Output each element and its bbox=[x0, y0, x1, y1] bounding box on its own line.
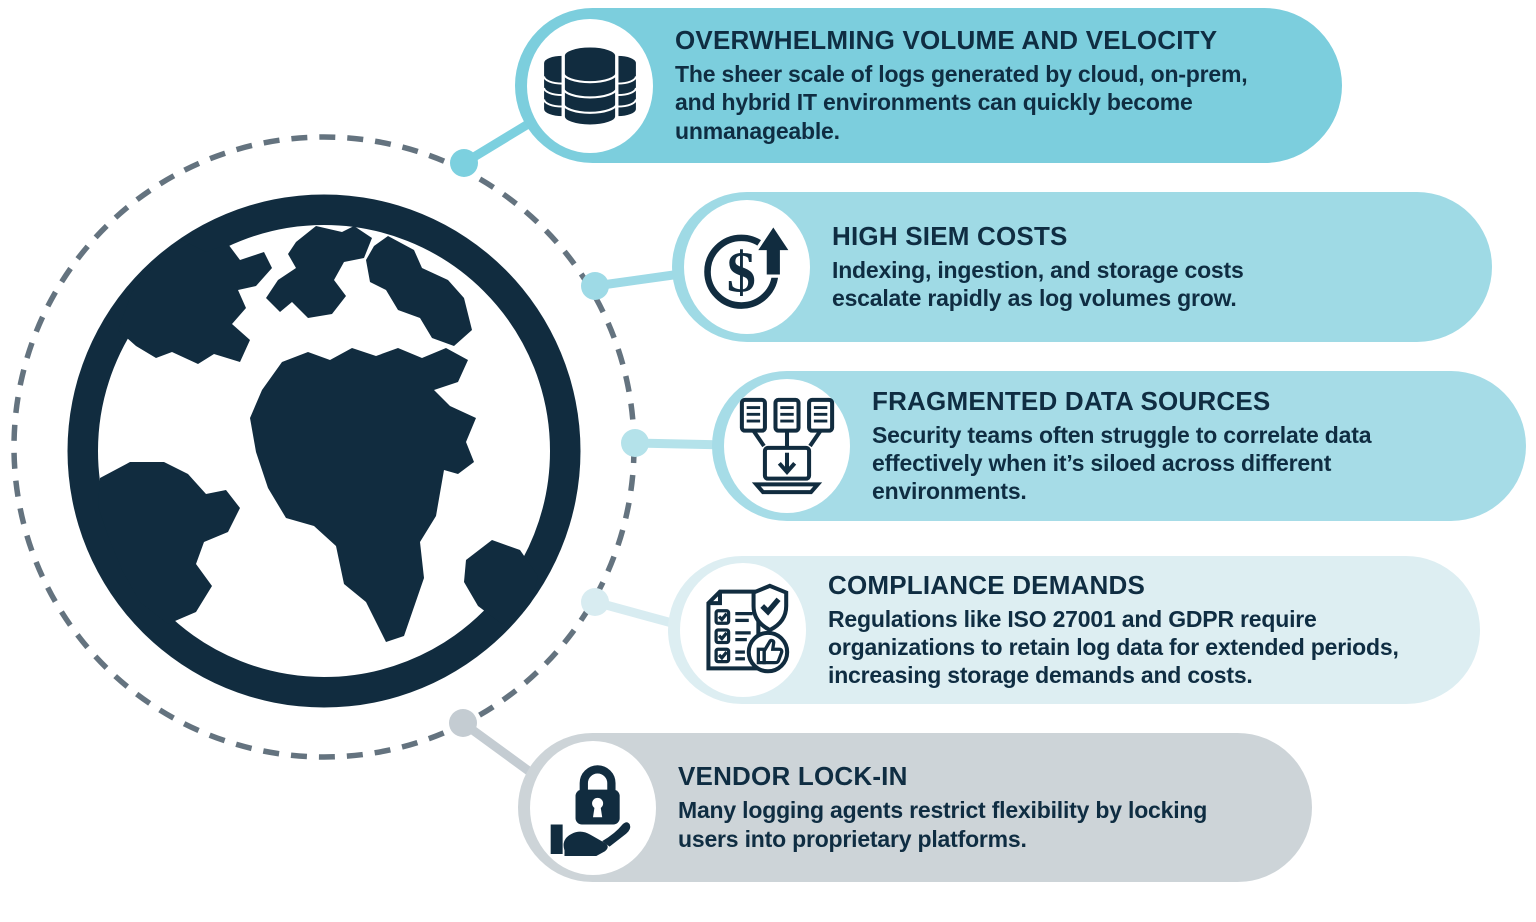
card-body: The sheer scale of logs generated by clo… bbox=[675, 61, 1248, 144]
card-text-block: OVERWHELMING VOLUME AND VELOCITY The she… bbox=[675, 25, 1253, 145]
rising-cost-icon: $ bbox=[704, 221, 794, 309]
card-title: COMPLIANCE DEMANDS bbox=[828, 569, 1146, 600]
up-arrow bbox=[752, 221, 794, 278]
connector-dot-2 bbox=[581, 272, 609, 300]
card-vendor-lock-in: VENDOR LOCK-IN Many logging agents restr… bbox=[518, 733, 1312, 882]
card-title: FRAGMENTED DATA SOURCES bbox=[872, 385, 1271, 416]
connector-dot-4 bbox=[581, 588, 609, 616]
landmass-southwest bbox=[98, 462, 240, 624]
landmass-northeast bbox=[366, 236, 472, 346]
landmass-africa bbox=[250, 348, 476, 642]
card-compliance: COMPLIANCE DEMANDS Regulations like ISO … bbox=[668, 556, 1480, 704]
card-title: HIGH SIEM COSTS bbox=[832, 220, 1068, 251]
thumbs-up-badge bbox=[746, 630, 790, 674]
icon-circle bbox=[530, 740, 656, 875]
card-body: Regulations like ISO 27001 and GDPR requ… bbox=[828, 605, 1399, 689]
card-body: Indexing, ingestion, and storage costs e… bbox=[832, 256, 1244, 312]
card-siem-costs: $ HIGH SIEM COSTS Indexing, ingestion, a… bbox=[672, 192, 1492, 342]
dollar-glyph: $ bbox=[727, 239, 756, 304]
card-text-block: VENDOR LOCK-IN Many logging agents restr… bbox=[678, 762, 1218, 853]
card-volume-velocity: OVERWHELMING VOLUME AND VELOCITY The she… bbox=[515, 8, 1342, 163]
landmass-southeast bbox=[464, 540, 538, 624]
icon-circle bbox=[724, 379, 850, 513]
connector-dot-5 bbox=[449, 709, 477, 737]
card-title: VENDOR LOCK-IN bbox=[678, 761, 908, 792]
connector-dots bbox=[449, 149, 649, 737]
connector-dot-1 bbox=[450, 149, 478, 177]
compliance-checklist-icon bbox=[706, 583, 790, 674]
card-text-block: FRAGMENTED DATA SOURCES Security teams o… bbox=[872, 385, 1417, 506]
globe-icon bbox=[67, 194, 581, 708]
open-hand bbox=[550, 821, 631, 856]
connector-dot-3 bbox=[621, 429, 649, 457]
card-text-block: HIGH SIEM COSTS Indexing, ingestion, and… bbox=[832, 220, 1332, 313]
icon-circle bbox=[527, 18, 653, 153]
icon-circle bbox=[680, 563, 806, 697]
landmass-europe bbox=[266, 226, 372, 318]
card-title: OVERWHELMING VOLUME AND VELOCITY bbox=[675, 25, 1218, 56]
hand-padlock-icon bbox=[550, 764, 631, 856]
data-sources-laptop-icon bbox=[739, 397, 835, 495]
card-fragmented-data: FRAGMENTED DATA SOURCES Security teams o… bbox=[712, 371, 1526, 521]
database-stack-icon bbox=[543, 43, 637, 128]
card-text-block: COMPLIANCE DEMANDS Regulations like ISO … bbox=[828, 569, 1428, 690]
card-body: Security teams often struggle to correla… bbox=[872, 421, 1372, 505]
down-arrow bbox=[777, 452, 797, 475]
icon-circle: $ bbox=[684, 200, 810, 334]
landmass-northwest bbox=[118, 240, 272, 364]
shield-check bbox=[751, 583, 789, 633]
connector-lines bbox=[460, 108, 729, 792]
card-body: Many logging agents restrict flexibility… bbox=[678, 797, 1208, 852]
